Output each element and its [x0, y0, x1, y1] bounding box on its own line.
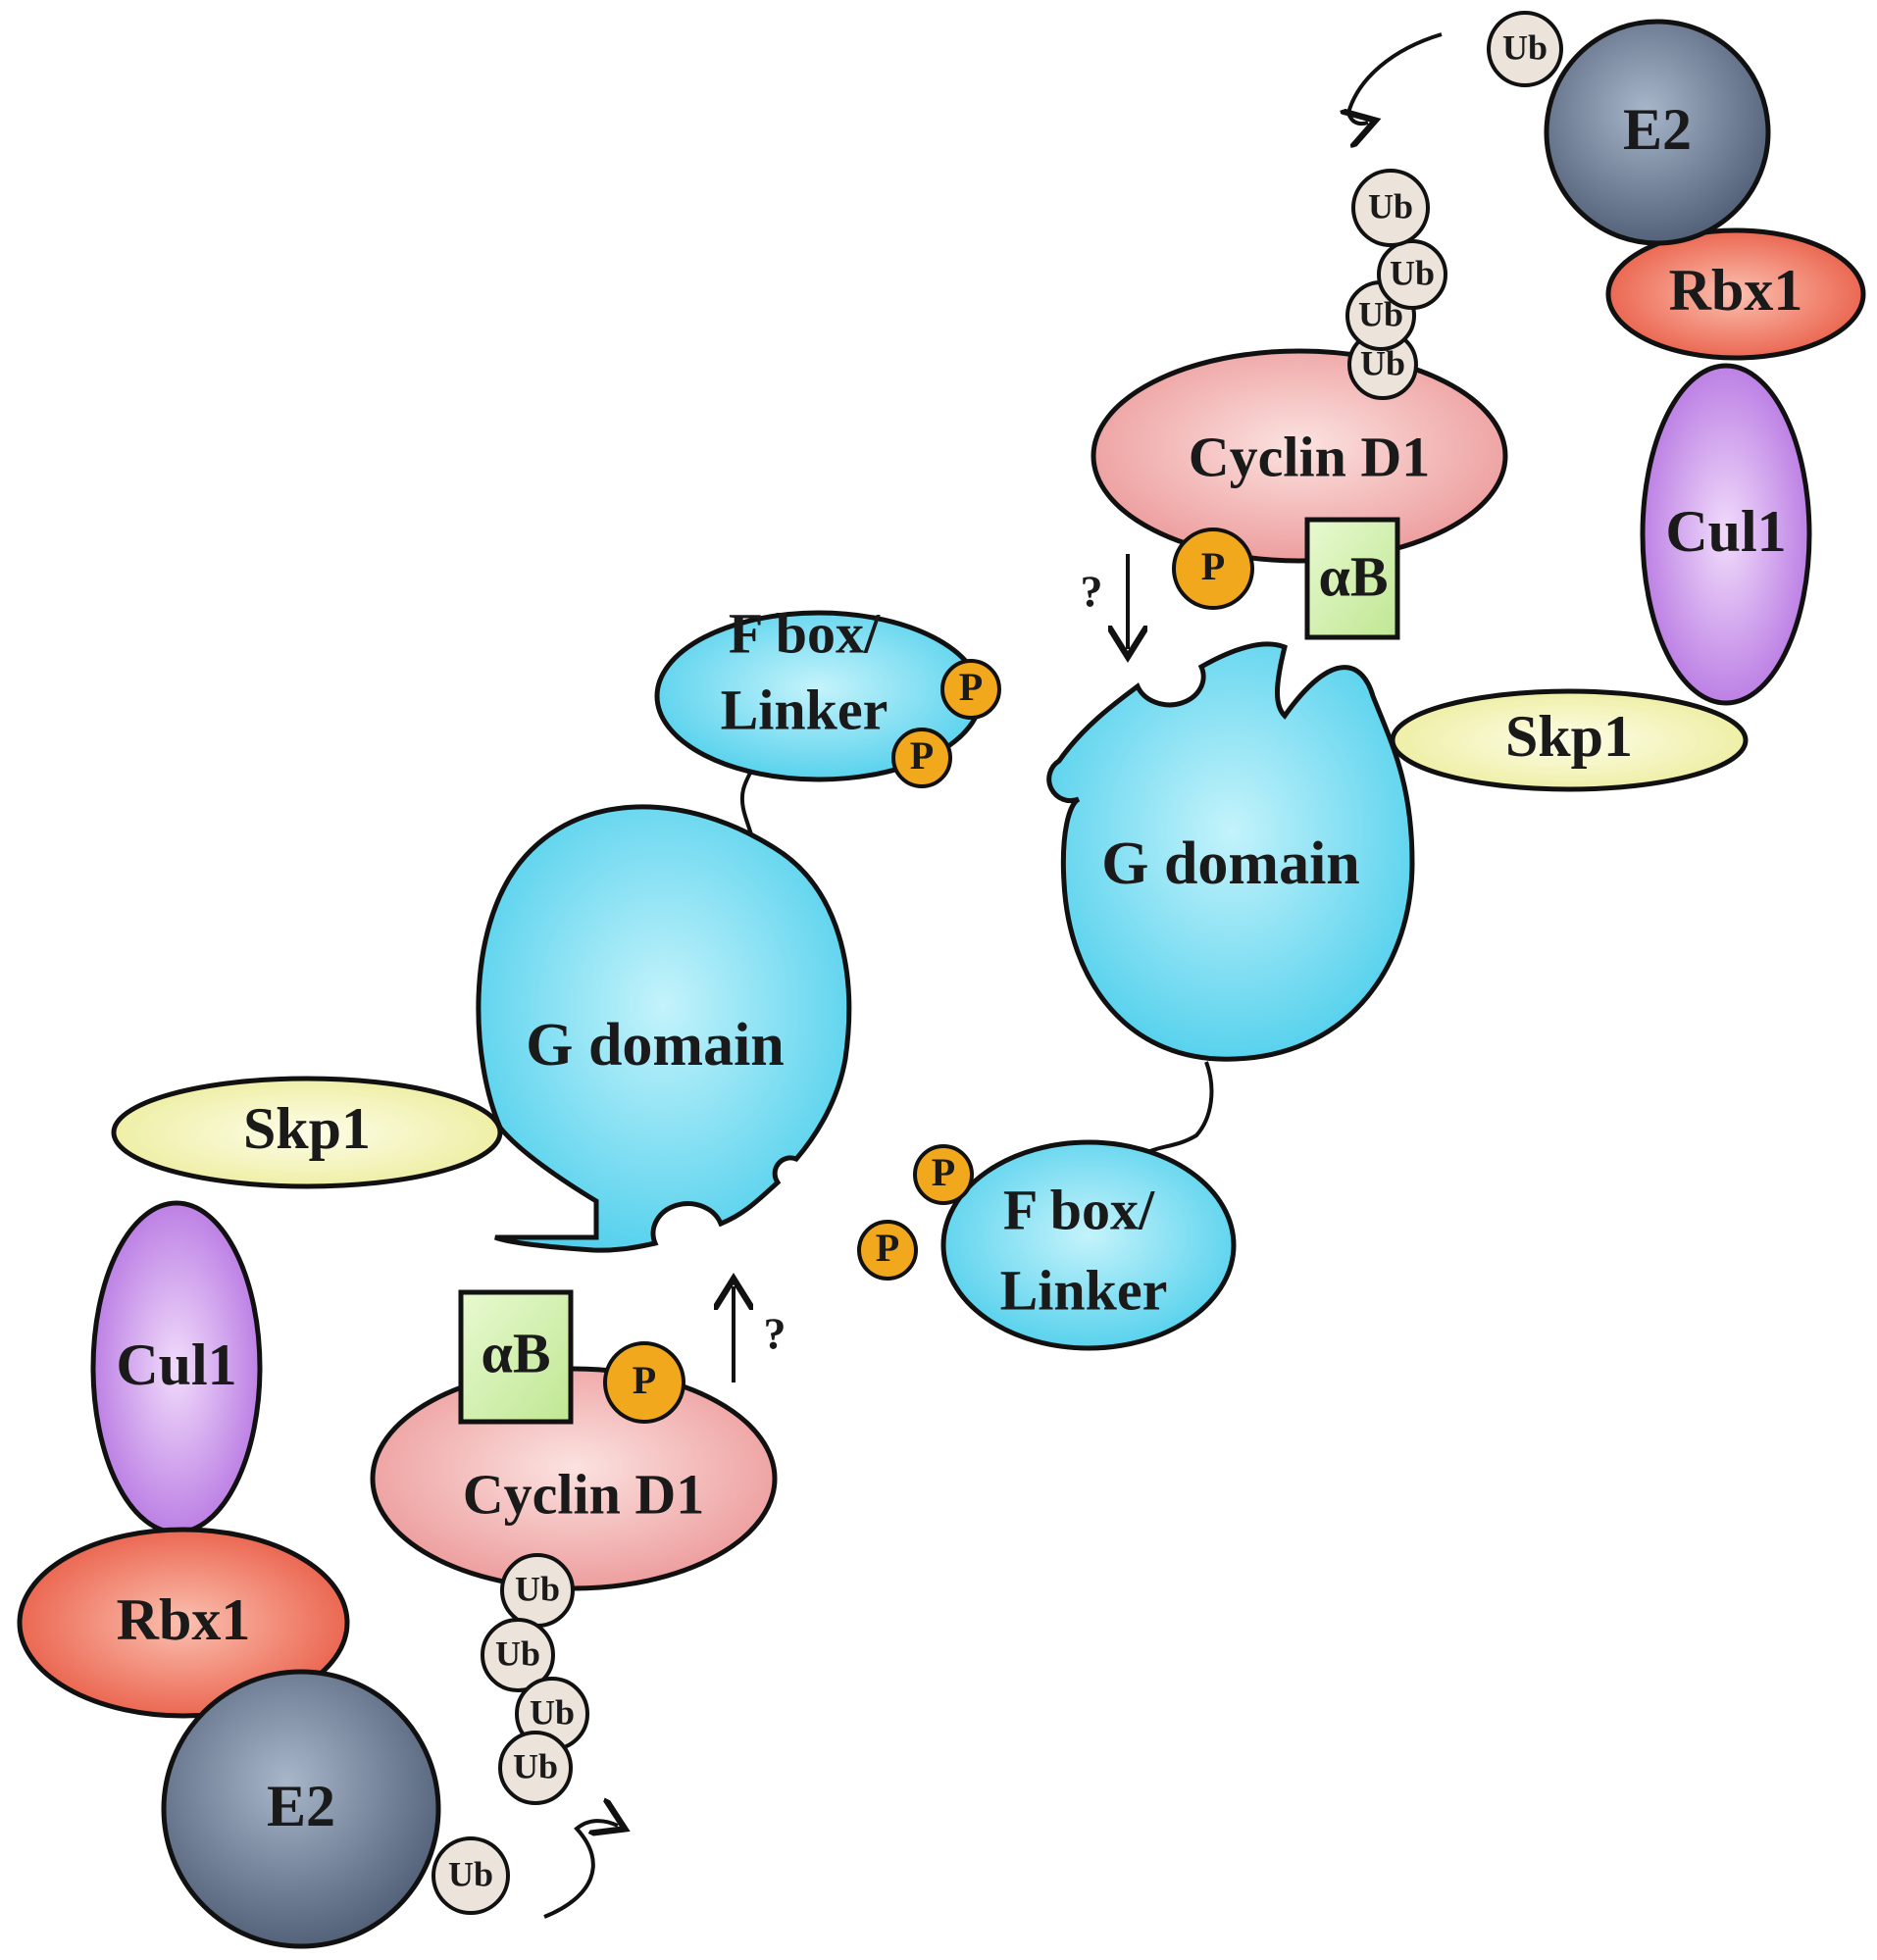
right-cyclin-phospho: P [1172, 528, 1254, 610]
right-alpha-b-label: αB [1318, 544, 1388, 608]
right-linker-line [1144, 1061, 1214, 1155]
left-cul1: Cul1 [90, 1200, 263, 1535]
svg-text:Ub: Ub [1390, 253, 1435, 292]
right-f-box-label-2: Linker [1000, 1258, 1168, 1322]
left-f-box-label-2: Linker [721, 678, 888, 741]
svg-text:P: P [959, 665, 983, 709]
right-alpha-b: αB [1304, 517, 1400, 640]
svg-text:P: P [876, 1226, 899, 1270]
right-rbx1: Rbx1 [1605, 227, 1866, 361]
svg-text:Ub: Ub [1368, 186, 1413, 226]
right-cul1: Cul1 [1640, 363, 1812, 706]
left-alpha-b-label: αB [481, 1321, 550, 1384]
right-g-domain-label: G domain [1101, 830, 1360, 897]
right-e2-ub: Ub [1487, 11, 1563, 87]
left-question-mark: ? [764, 1309, 786, 1359]
right-e2-label: E2 [1623, 97, 1692, 162]
svg-text:Ub: Ub [515, 1569, 560, 1608]
right-skp1: Skp1 [1390, 688, 1749, 792]
left-skp1: Skp1 [111, 1076, 503, 1189]
right-fbox-phospho-1: P [913, 1144, 974, 1205]
left-rbx1: Rbx1 [17, 1527, 350, 1719]
right-complex: Cul1 Skp1 Rbx1 E2 Ub G domain [857, 11, 1866, 1351]
right-skp1-label: Skp1 [1505, 704, 1633, 769]
left-g-domain-label: G domain [526, 1012, 785, 1079]
right-ub-transfer-arrow [1348, 32, 1443, 124]
left-cyclin-phospho: P [603, 1341, 685, 1424]
left-e2-ub: Ub [431, 1836, 510, 1915]
left-skp1-label: Skp1 [243, 1096, 371, 1161]
left-cul1-label: Cul1 [116, 1332, 236, 1397]
left-complex: Cul1 Skp1 G domain F box/ Linker P P [17, 601, 1001, 1949]
svg-text:P: P [910, 733, 934, 778]
left-polyub-chain: Ub Ub Ub Ub [481, 1553, 589, 1805]
left-fbox-phospho-1: P [940, 659, 1001, 720]
left-cyclin-d1-label: Cyclin D1 [463, 1462, 705, 1526]
svg-text:P: P [932, 1150, 955, 1194]
left-f-box-label-1: F box/ [729, 601, 881, 665]
right-f-box-label-1: F box/ [1003, 1178, 1155, 1241]
left-cyclin-d1: Cyclin D1 [370, 1366, 778, 1591]
left-e2-label: E2 [267, 1774, 335, 1838]
svg-text:P: P [1201, 544, 1225, 588]
right-cyclin-d1-label: Cyclin D1 [1189, 425, 1431, 488]
svg-text:Ub: Ub [1502, 27, 1547, 67]
svg-text:Ub: Ub [448, 1854, 493, 1893]
right-polyub-chain: Ub Ub Ub Ub [1345, 169, 1447, 400]
right-cul1-label: Cul1 [1665, 499, 1786, 564]
right-f-box: F box/ Linker [940, 1139, 1237, 1351]
svg-text:Ub: Ub [495, 1633, 540, 1673]
left-fbox-phospho-2: P [891, 728, 952, 788]
svg-text:P: P [633, 1358, 656, 1402]
left-alpha-b: αB [458, 1289, 574, 1425]
svg-text:Ub: Ub [530, 1692, 575, 1732]
right-question-mark: ? [1081, 567, 1103, 617]
left-ub-transfer-arrow [543, 1821, 618, 1919]
right-g-domain: G domain [1046, 641, 1415, 1062]
svg-text:Ub: Ub [513, 1746, 558, 1785]
left-rbx1-label: Rbx1 [117, 1587, 251, 1652]
left-e2: E2 [161, 1669, 441, 1949]
right-rbx1-label: Rbx1 [1669, 258, 1803, 323]
right-fbox-phospho-2: P [857, 1220, 918, 1281]
left-g-domain: G domain [476, 804, 852, 1253]
right-cyclin-d1: Cyclin D1 [1091, 348, 1508, 564]
right-e2: E2 [1544, 19, 1771, 246]
